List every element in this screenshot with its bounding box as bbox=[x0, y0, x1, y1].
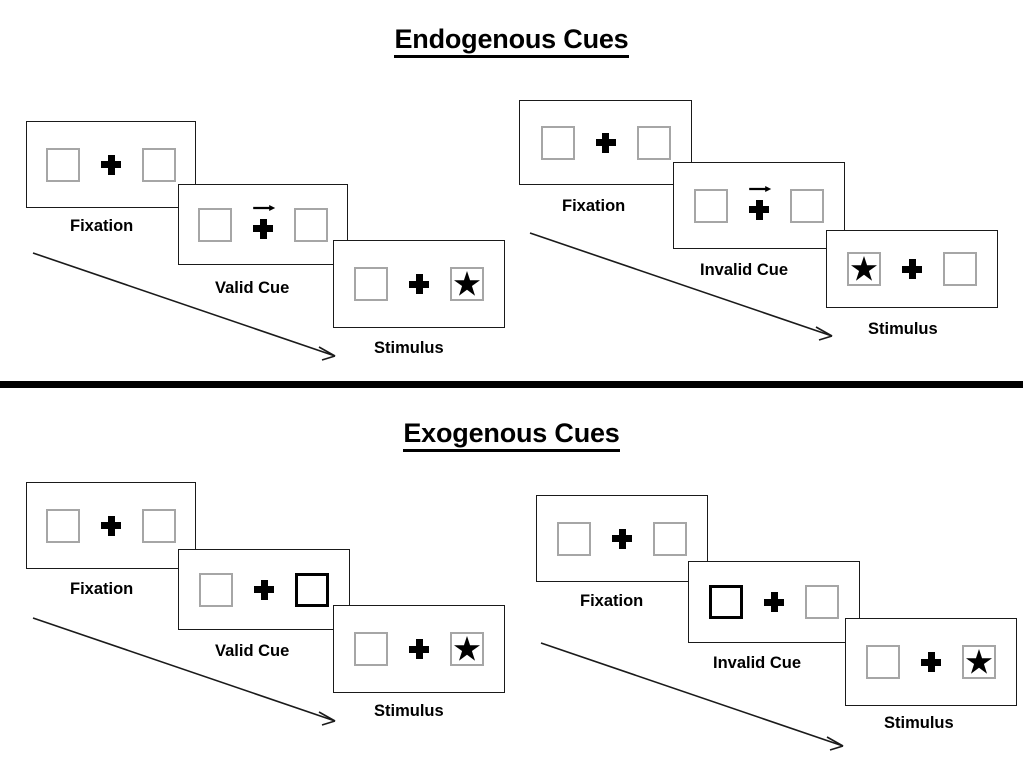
plus-cross-icon bbox=[409, 274, 429, 294]
fixation-cross-group bbox=[899, 247, 925, 291]
trial-frame-stimulus[interactable] bbox=[333, 240, 505, 328]
fixation-cross-group bbox=[98, 143, 124, 187]
caption-fixation: Fixation bbox=[562, 197, 626, 215]
trial-frame-invalid-cue[interactable] bbox=[673, 162, 845, 249]
frame-content bbox=[847, 247, 977, 291]
fixation-cross-group bbox=[918, 640, 944, 684]
caption-stimulus: Stimulus bbox=[374, 702, 444, 720]
fixation-cross-group bbox=[609, 517, 635, 561]
frame-content bbox=[199, 568, 329, 612]
placeholder-box-left bbox=[46, 147, 80, 182]
trial-frame-valid-cue[interactable] bbox=[178, 549, 350, 630]
trial-frame-fixation[interactable] bbox=[26, 121, 196, 208]
placeholder-box-right bbox=[450, 267, 484, 301]
plus-cross-icon bbox=[101, 154, 121, 175]
trial-frame-stimulus[interactable] bbox=[333, 605, 505, 693]
fixation-cross-group bbox=[761, 580, 787, 624]
plus-cross-icon bbox=[749, 199, 769, 220]
caption-invalid-cue: Invalid Cue bbox=[700, 261, 789, 279]
caption-valid-cue: Valid Cue bbox=[215, 279, 290, 297]
placeholder-box-left bbox=[694, 188, 728, 223]
frame-content bbox=[198, 203, 328, 247]
star-icon bbox=[454, 271, 480, 296]
section-title-endogenous: Endogenous Cues bbox=[0, 24, 1023, 58]
plus-cross-icon bbox=[101, 515, 121, 536]
caption-stimulus: Stimulus bbox=[868, 320, 938, 338]
section-title-exogenous-text: Exogenous Cues bbox=[403, 418, 620, 452]
placeholder-box-right bbox=[962, 645, 996, 679]
time-flow-arrow-endogenous-valid bbox=[30, 248, 350, 368]
frame-content bbox=[540, 121, 671, 165]
right-arrow-icon bbox=[252, 203, 276, 213]
time-flow-arrow-exogenous-invalid bbox=[538, 638, 858, 758]
placeholder-box-left bbox=[557, 521, 591, 556]
frame-content bbox=[354, 627, 484, 671]
placeholder-box-right bbox=[450, 632, 484, 666]
star-icon bbox=[966, 649, 992, 674]
placeholder-box-left bbox=[540, 125, 575, 160]
plus-cross-icon bbox=[595, 132, 616, 153]
frame-content bbox=[866, 640, 996, 684]
fixation-cross-group bbox=[251, 568, 277, 612]
caption-stimulus: Stimulus bbox=[374, 339, 444, 357]
caption-valid-cue: Valid Cue bbox=[215, 642, 290, 660]
frame-content bbox=[694, 184, 824, 228]
cued-box-left bbox=[709, 585, 743, 619]
right-arrow-icon bbox=[748, 184, 772, 194]
plus-cross-icon bbox=[612, 528, 632, 549]
plus-cross-icon bbox=[409, 639, 429, 659]
placeholder-box-left bbox=[354, 267, 388, 301]
cued-box-right bbox=[295, 572, 329, 607]
caption-stimulus: Stimulus bbox=[884, 714, 954, 732]
frame-content bbox=[354, 262, 484, 306]
fixation-cross-group bbox=[98, 504, 124, 548]
caption-fixation: Fixation bbox=[70, 580, 134, 598]
trial-frame-valid-cue[interactable] bbox=[178, 184, 348, 265]
fixation-cross-group bbox=[406, 262, 432, 306]
fixation-cross-group bbox=[250, 203, 276, 247]
placeholder-box-left bbox=[46, 508, 80, 543]
frame-content bbox=[46, 504, 176, 548]
star-icon bbox=[851, 256, 877, 281]
plus-cross-icon bbox=[921, 652, 941, 672]
placeholder-box-left bbox=[354, 632, 388, 666]
fixation-cross-group bbox=[406, 627, 432, 671]
plus-cross-icon bbox=[253, 218, 273, 239]
trial-frame-stimulus[interactable] bbox=[826, 230, 998, 308]
section-divider bbox=[0, 381, 1023, 388]
placeholder-box-right bbox=[943, 252, 977, 286]
placeholder-box-left bbox=[866, 645, 900, 679]
caption-invalid-cue: Invalid Cue bbox=[713, 654, 802, 672]
plus-cross-icon bbox=[902, 259, 922, 279]
placeholder-box-right bbox=[653, 521, 687, 556]
placeholder-box-right bbox=[790, 188, 824, 223]
frame-content bbox=[46, 143, 176, 187]
frame-content bbox=[709, 580, 839, 624]
plus-cross-icon bbox=[764, 592, 784, 612]
placeholder-box-right bbox=[805, 585, 839, 619]
caption-fixation: Fixation bbox=[70, 217, 134, 235]
placeholder-box-right bbox=[636, 125, 671, 160]
star-icon bbox=[454, 636, 480, 661]
fixation-cross-group bbox=[746, 184, 772, 228]
trial-frame-fixation[interactable] bbox=[519, 100, 692, 185]
placeholder-box-right bbox=[294, 207, 328, 242]
placeholder-box-left bbox=[199, 572, 233, 607]
placeholder-box-right bbox=[142, 147, 176, 182]
fixation-cross-group bbox=[593, 121, 619, 165]
caption-fixation: Fixation bbox=[580, 592, 644, 610]
plus-cross-icon bbox=[254, 579, 274, 600]
trial-frame-fixation[interactable] bbox=[26, 482, 196, 569]
placeholder-box-left bbox=[198, 207, 232, 242]
placeholder-box-left bbox=[847, 252, 881, 286]
trial-frame-stimulus[interactable] bbox=[845, 618, 1017, 706]
frame-content bbox=[557, 517, 687, 561]
section-title-exogenous: Exogenous Cues bbox=[0, 418, 1023, 452]
trial-frame-fixation[interactable] bbox=[536, 495, 708, 582]
placeholder-box-right bbox=[142, 508, 176, 543]
trial-frame-invalid-cue[interactable] bbox=[688, 561, 860, 643]
section-title-endogenous-text: Endogenous Cues bbox=[394, 24, 629, 58]
time-flow-arrow-exogenous-valid bbox=[30, 613, 350, 733]
